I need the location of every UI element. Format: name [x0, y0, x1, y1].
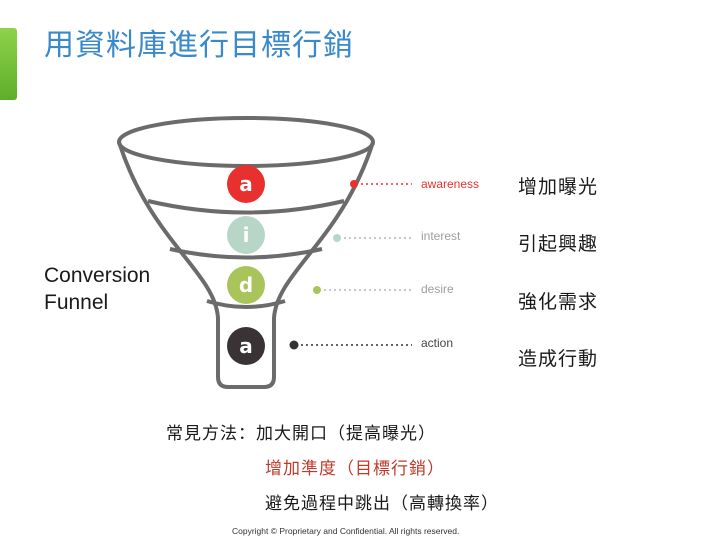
stage-label-desire: 強化需求	[518, 291, 599, 313]
methods-line-3: 避免過程中跳出（高轉換率）	[265, 494, 499, 514]
stage-label-awareness: 增加曝光	[518, 176, 599, 198]
awareness-tag: awareness	[421, 177, 479, 191]
stage-desire: d desire	[227, 266, 454, 304]
funnel-rim	[117, 116, 375, 168]
awareness-badge-letter: a	[239, 172, 253, 196]
funnel-shape	[117, 116, 375, 389]
stage-awareness: a awareness	[227, 165, 479, 203]
slide-title: 用資料庫進行目標行銷	[44, 28, 354, 63]
desire-badge	[227, 266, 265, 304]
funnel-caption-line2: Funnel	[44, 291, 109, 314]
title-accent-bar	[0, 28, 17, 100]
methods-line-1: 常見方法：加大開口（提高曝光）	[166, 424, 436, 444]
copyright-footer: Copyright © Proprietary and Confidential…	[232, 526, 460, 536]
methods-line-2: 增加準度（目標行銷）	[265, 459, 445, 479]
funnel-band-2	[169, 247, 323, 260]
desire-tag: desire	[421, 282, 454, 296]
action-badge-letter: a	[239, 334, 253, 358]
funnel-band-3	[206, 299, 286, 309]
stage-action: a action	[227, 327, 453, 365]
interest-badge	[227, 216, 265, 254]
interest-badge-letter: i	[243, 223, 250, 247]
stage-label-action: 造成行動	[518, 348, 599, 370]
interest-tag: interest	[421, 229, 461, 243]
funnel-caption: Conversion Funnel	[44, 262, 150, 316]
awareness-dot	[350, 180, 358, 188]
stage-label-interest: 引起興趣	[518, 233, 599, 255]
action-tag: action	[421, 336, 453, 350]
desire-badge-letter: d	[239, 273, 253, 297]
awareness-badge	[227, 165, 265, 203]
stage-interest: i interest	[227, 216, 461, 254]
funnel-caption-line1: Conversion	[44, 264, 151, 287]
action-dot	[289, 340, 299, 350]
funnel-outline	[117, 141, 375, 389]
action-badge	[227, 327, 265, 365]
interest-dot	[333, 234, 341, 242]
desire-dot	[313, 286, 321, 294]
funnel-band-1	[147, 199, 345, 215]
